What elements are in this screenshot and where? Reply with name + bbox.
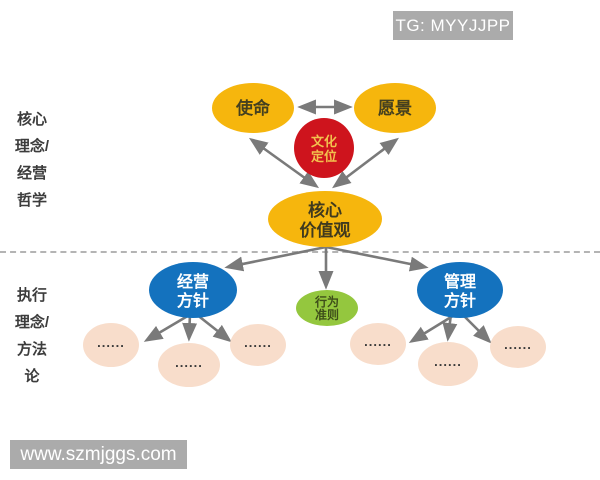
watermark-badge-top-right: TG: MYYJJPP [393,11,513,40]
mission-label: 使命 [235,98,271,118]
placeholder-node: ...... [158,343,220,387]
core-values-label-line1: 核心 [308,200,342,220]
placeholder-ellipse [418,342,478,386]
placeholder-dots: ...... [504,337,532,352]
mission-node: 使命 [212,83,294,133]
arrow-mission-corevalues [248,137,320,189]
management-policy-node: 管理 方针 [417,262,503,318]
section-label-execution-methodology: 执行 理念/ 方法 论 [6,282,58,390]
behavior-code-label-line2: 准则 [315,307,339,322]
section-label-line: 经营 [16,165,47,182]
business-policy-ellipse [149,262,237,318]
section-label-line: 执行 [16,287,47,304]
section-label-line: 哲学 [16,192,47,209]
section-label-line: 理念/ [14,314,50,331]
vision-node: 愿景 [354,83,436,133]
behavior-code-label-line1: 行为 [314,294,339,309]
section-label-line: 核心 [16,111,47,128]
arrow-managementpolicy-item1 [408,312,457,343]
arrow-managementpolicy-item2 [442,313,458,342]
placeholder-dots: ...... [97,335,125,350]
management-policy-ellipse [417,262,503,318]
culture-positioning-label-line1: 文化 [311,134,337,149]
placeholder-ellipse [230,324,286,366]
website-text: www.szmjggs.com [20,443,177,465]
placeholder-node: ...... [350,323,406,365]
arrow-businesspolicy-item1 [143,312,192,342]
business-policy-label-line1: 经营 [177,272,209,291]
placeholder-ellipse [158,343,220,387]
business-policy-label-line2: 方针 [177,291,209,310]
management-policy-label-line1: 管理 [444,272,476,291]
section-label-core-philosophy: 核心 理念/ 经营 哲学 [6,106,58,214]
section-label-line: 方法 [16,341,47,358]
watermark-text: TG: MYYJJPP [395,15,511,35]
arrow-corevalues-managementpolicy [325,245,429,272]
placeholder-node: ...... [418,342,478,386]
watermark-badge-bottom-left: www.szmjggs.com [10,440,187,469]
placeholder-dots: ...... [175,355,203,370]
placeholder-ellipse [490,326,546,368]
core-values-node: 核心 价值观 [268,191,382,247]
placeholder-ellipse [350,323,406,365]
placeholder-ellipse [83,323,139,367]
section-label-line: 理念/ [14,138,50,155]
arrow-vision-corevalues [332,137,399,189]
placeholder-dots: ...... [244,335,272,350]
placeholder-dots: ...... [364,334,392,349]
behavior-code-node: 行为 准则 [296,290,358,326]
placeholder-node: ...... [83,323,139,367]
placeholder-node: ...... [490,326,546,368]
placeholder-dots: ...... [434,354,462,369]
connector-arrows [143,99,492,344]
culture-positioning-circle [294,118,354,178]
placeholder-node: ...... [230,324,286,366]
management-policy-label-line2: 方针 [444,291,476,310]
arrow-corevalues-businesspolicy [224,245,327,272]
vision-ellipse [354,83,436,133]
arrow-businesspolicy-item2 [182,313,198,342]
behavior-code-ellipse [296,290,358,326]
core-values-label-line2: 价值观 [300,220,351,240]
business-policy-node: 经营 方针 [149,262,237,318]
section-label-line: 论 [24,368,40,385]
culture-positioning-node: 文化 定位 [294,118,354,178]
culture-positioning-label-line2: 定位 [310,149,337,164]
vision-label: 愿景 [378,99,412,118]
arrow-businesspolicy-item3 [195,312,232,343]
arrow-managementpolicy-item3 [461,313,492,344]
core-values-ellipse [268,191,382,247]
mission-ellipse [212,83,294,133]
